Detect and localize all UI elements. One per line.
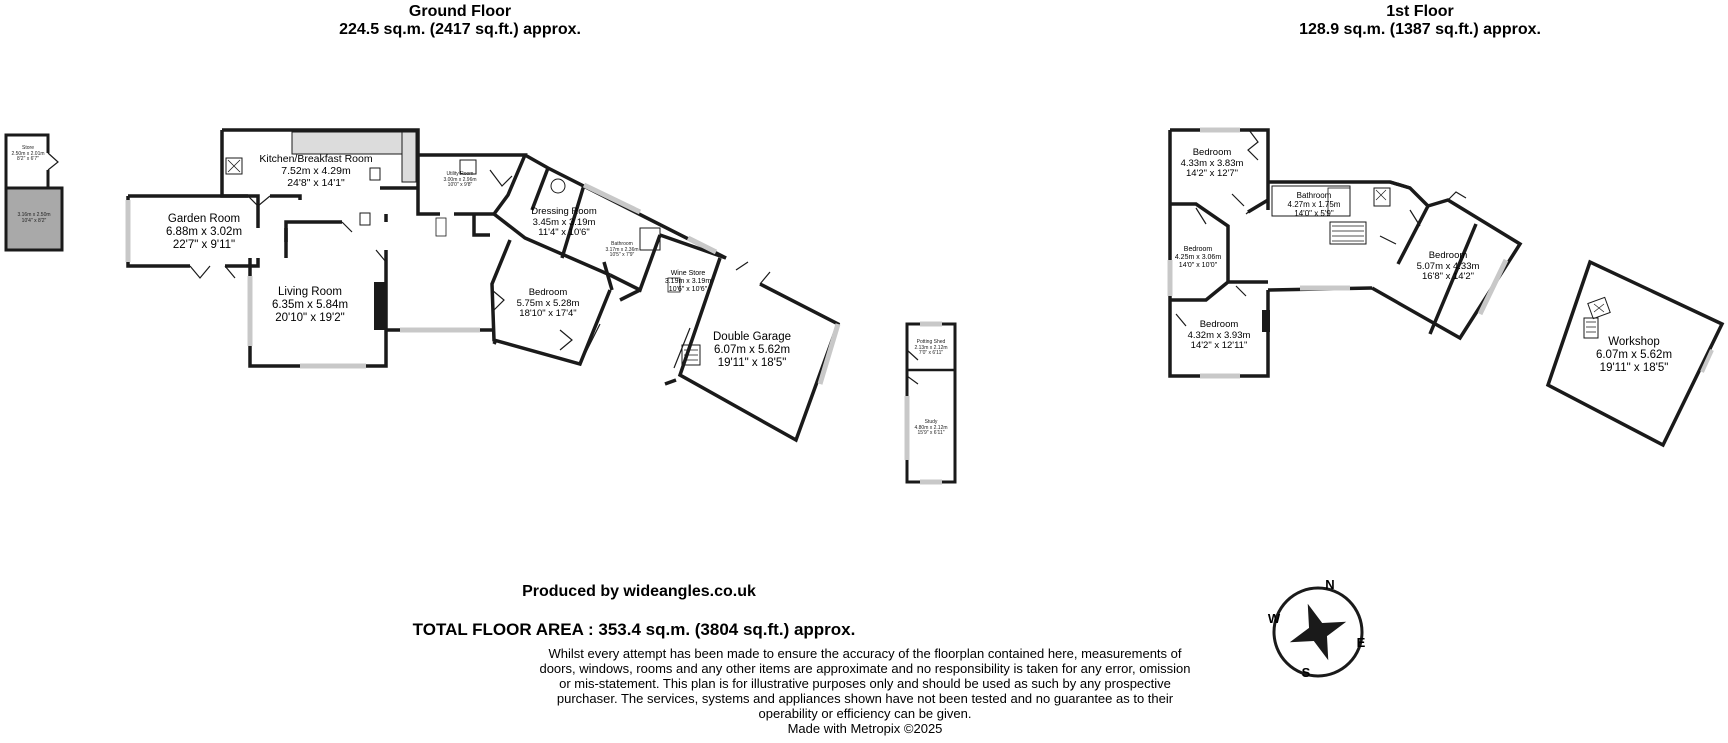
ground-floor-header: Ground Floor 224.5 sq.m. (2417 sq.ft.) a…: [290, 3, 630, 39]
compass-west-label: W: [1267, 611, 1281, 626]
double-garage-walls: [664, 257, 841, 443]
potting-shed-study-walls: [904, 321, 957, 485]
first-floor-bedroom-wing-walls: [1371, 180, 1523, 341]
kitchen-walls: [220, 128, 420, 226]
first-floor-walls: [1167, 127, 1411, 379]
compass-icon: [1272, 586, 1364, 678]
ground-bedroom-wing-walls: [490, 153, 727, 367]
compass-north-label: N: [1325, 577, 1335, 592]
first-floor-area: 128.9 sq.m. (1387 sq.ft.) approx.: [1299, 21, 1541, 38]
compass-south-label: S: [1301, 665, 1311, 680]
disclaimer-text: Whilst every attempt has been made to en…: [539, 646, 1191, 721]
living-room-walls: [247, 214, 388, 369]
store-outbuilding-walls: [4, 133, 64, 252]
garden-room-walls: [125, 194, 260, 279]
first-floor-header: 1st Floor 128.9 sq.m. (1387 sq.ft.) appr…: [1250, 3, 1590, 39]
ground-floor-title: Ground Floor: [408, 3, 512, 20]
produced-by: Produced by wideangles.co.uk: [522, 583, 756, 600]
ground-floor-area: 224.5 sq.m. (2417 sq.ft.) approx.: [339, 21, 581, 38]
workshop-walls: [1545, 259, 1725, 448]
hall-utility-walls: [386, 153, 528, 333]
total-floor-area: TOTAL FLOOR AREA : 353.4 sq.m. (3804 sq.…: [412, 620, 856, 639]
made-with: Made with Metropix ©2025: [787, 721, 943, 736]
first-floor-title: 1st Floor: [1386, 3, 1454, 20]
disclaimer: Whilst every attempt has been made to en…: [535, 646, 1195, 736]
compass-east-label: E: [1356, 635, 1366, 650]
